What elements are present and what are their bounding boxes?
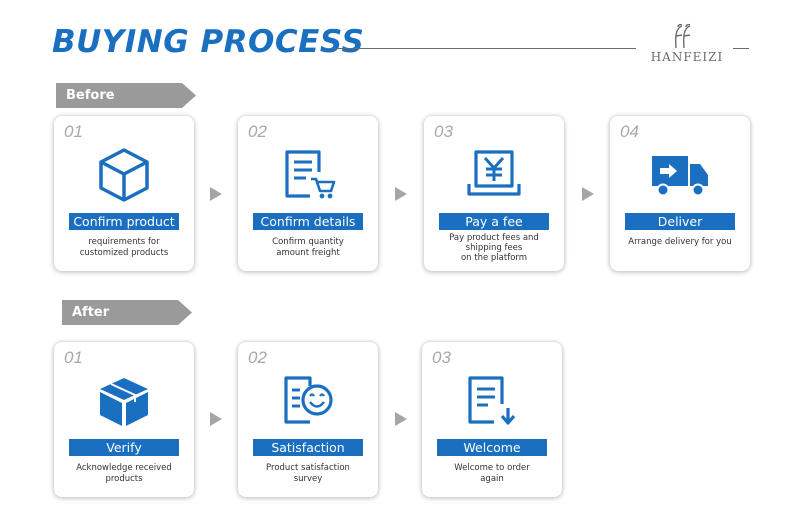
yen-payment-icon xyxy=(467,150,521,196)
step-card-confirm-details: 02 Confirm details Confirm quantity amou… xyxy=(238,116,378,271)
step-label: Deliver xyxy=(625,213,735,230)
document-download-icon xyxy=(468,376,516,425)
desc-line: Confirm quantity xyxy=(272,237,344,247)
step-number: 01 xyxy=(64,348,83,367)
desc-line: shipping fees xyxy=(465,243,523,253)
desc-line: Welcome to order xyxy=(454,463,530,473)
brand-logo: HANFEIZI xyxy=(642,22,732,68)
step-description: Welcome to order again xyxy=(430,463,554,485)
step-label: Satisfaction xyxy=(253,439,363,456)
step-card-confirm-product: 01 Confirm product requirements for cust… xyxy=(54,116,194,271)
desc-line: on the platform xyxy=(460,253,528,263)
step-arrow-icon xyxy=(395,187,407,201)
step-description: requirements for customized products xyxy=(62,237,186,259)
logo-text: HANFEIZI xyxy=(650,50,724,64)
desc-line: Arrange delivery for you xyxy=(628,237,732,247)
box-outline-icon xyxy=(99,148,149,202)
page-title: BUYING PROCESS xyxy=(52,24,365,60)
step-description: Acknowledge received products xyxy=(62,463,186,485)
step-arrow-icon xyxy=(210,412,222,426)
step-label: Confirm details xyxy=(253,213,363,230)
step-card-satisfaction: 02 Satisfaction Product satisfaction sur… xyxy=(238,342,378,497)
step-label: Verify xyxy=(69,439,179,456)
section-tag-after-purchase: After purchase xyxy=(62,300,192,325)
step-number: 03 xyxy=(432,348,451,367)
desc-line: Product satisfaction xyxy=(266,463,350,473)
desc-line: again xyxy=(480,474,504,484)
box-solid-icon xyxy=(100,378,148,426)
step-number: 02 xyxy=(248,348,267,367)
step-number: 04 xyxy=(620,122,639,141)
satisfaction-icon xyxy=(284,376,333,424)
step-label: Welcome xyxy=(437,439,547,456)
step-arrow-icon xyxy=(395,412,407,426)
step-number: 02 xyxy=(248,122,267,141)
step-description: Confirm quantity amount freight xyxy=(246,237,370,259)
step-label: Pay a fee xyxy=(439,213,549,230)
desc-line: customized products xyxy=(79,248,169,258)
step-number: 01 xyxy=(64,122,83,141)
delivery-truck-icon xyxy=(652,156,708,197)
step-description: Product satisfaction survey xyxy=(246,463,370,485)
step-card-verify: 01 Verify Acknowledge received products xyxy=(54,342,194,497)
step-arrow-icon xyxy=(582,187,594,201)
step-card-deliver: 04 Deliver Arrange delivery for you xyxy=(610,116,750,271)
desc-line: products xyxy=(105,474,143,484)
title-divider-end xyxy=(733,48,749,49)
step-card-pay-a-fee: 03 Pay a fee Pay product fees and shippi… xyxy=(424,116,564,271)
desc-line: survey xyxy=(293,474,323,484)
document-cart-icon xyxy=(285,150,336,199)
step-card-welcome: 03 Welcome Welcome to order again xyxy=(422,342,562,497)
step-label: Confirm product xyxy=(69,213,179,230)
title-divider xyxy=(332,48,636,49)
desc-line: amount freight xyxy=(276,248,340,258)
step-description: Pay product fees and shipping fees on th… xyxy=(432,233,556,263)
step-description: Arrange delivery for you xyxy=(618,237,742,248)
desc-line: requirements for xyxy=(88,237,160,247)
step-number: 03 xyxy=(434,122,453,141)
desc-line: Pay product fees and xyxy=(449,233,539,243)
section-tag-before-purchase: Before purchase xyxy=(56,83,196,108)
logo-mark-icon xyxy=(674,23,691,49)
step-arrow-icon xyxy=(210,187,222,201)
desc-line: Acknowledge received xyxy=(76,463,172,473)
